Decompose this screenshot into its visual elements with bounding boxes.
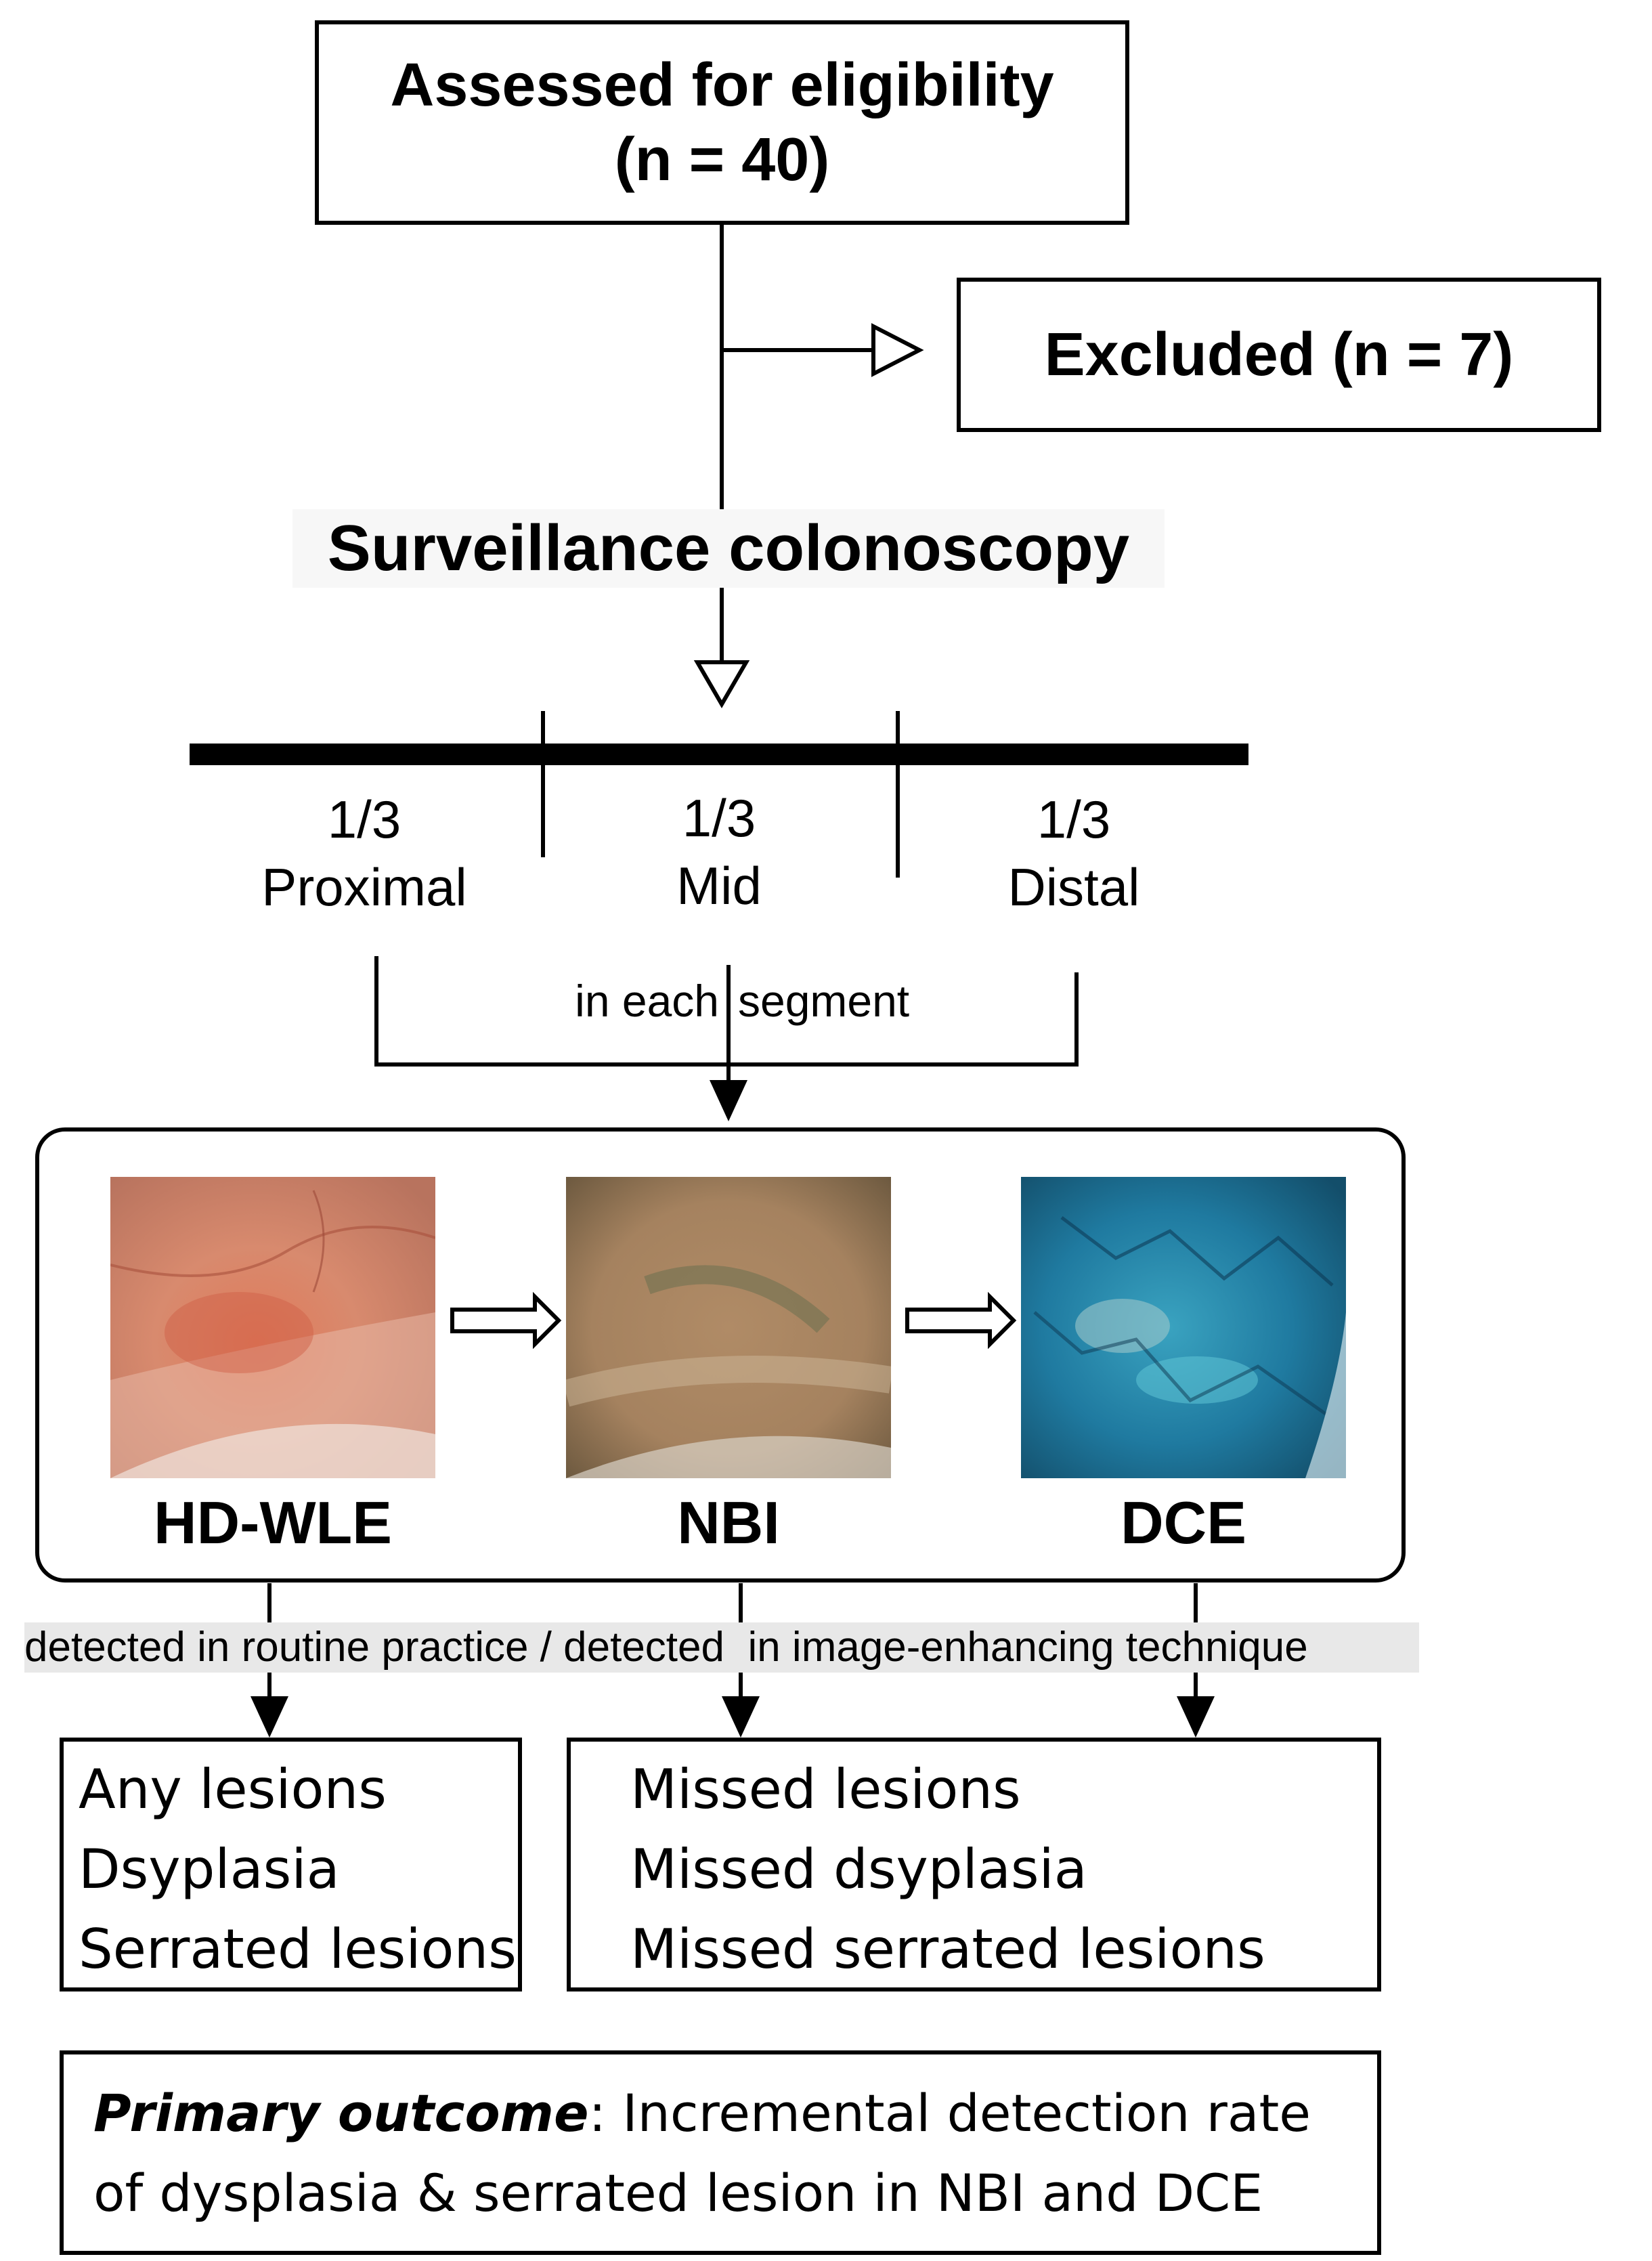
routine-outcome-item: Serrated lesions (79, 1918, 517, 1981)
arrow-nbi-to-dce (905, 1291, 1017, 1350)
missed-outcome-item: Missed dsyplasia (630, 1838, 1087, 1901)
dce-image (1021, 1177, 1346, 1478)
assessed-count: (n = 40) (614, 126, 830, 194)
techniques-box (35, 1127, 1406, 1582)
segment-mid: 1/3 Mid (584, 784, 854, 920)
excluded-label: Excluded (n = 7) (1044, 320, 1514, 389)
routine-outcomes-box: Any lesions Dsyplasia Serrated lesions (60, 1738, 522, 1991)
colon-segment-bar (190, 744, 1248, 765)
technique-label-dce: DCE (1121, 1489, 1246, 1556)
arrowhead-excluded (871, 323, 924, 377)
arrowhead-nbi (722, 1696, 760, 1738)
segment-mid-fraction: 1/3 (682, 788, 756, 848)
routine-outcome-item: Any lesions (79, 1758, 387, 1821)
segment-distal: 1/3 Distal (938, 785, 1209, 921)
primary-outcome-text-1: : Incremental detection rate (588, 2083, 1311, 2143)
arrow-wle-to-nbi (450, 1291, 562, 1350)
segment-mid-name: Mid (676, 856, 762, 916)
segment-proximal-name: Proximal (261, 857, 467, 917)
excluded-box: Excluded (n = 7) (957, 278, 1601, 432)
segment-distal-fraction: 1/3 (1037, 790, 1111, 849)
missed-outcome-item: Missed lesions (630, 1758, 1021, 1821)
assessed-title: Assessed for eligibility (390, 51, 1054, 119)
arrowhead-dce (1177, 1696, 1215, 1738)
hd-wle-image (110, 1177, 435, 1478)
missed-outcome-item: Missed serrated lesions (630, 1918, 1265, 1981)
technique-label-hd-wle: HD-WLE (154, 1489, 392, 1556)
procedure-label: Surveillance colonoscopy (292, 509, 1165, 588)
segment-note-left: in each (575, 976, 719, 1026)
technique-label-nbi: NBI (677, 1489, 780, 1556)
routine-outcome-item: Dsyplasia (79, 1838, 340, 1901)
detection-note: detected in routine practice / detected … (24, 1622, 1419, 1673)
primary-outcome-label: Primary outcome (93, 2083, 589, 2143)
assessed-box: Assessed for eligibility (n = 40) (315, 20, 1129, 225)
primary-outcome-text-2: of dysplasia & serrated lesion in NBI an… (93, 2163, 1263, 2223)
missed-outcomes-box: Missed lesions Missed dsyplasia Missed s… (567, 1738, 1381, 1991)
primary-outcome-box: Primary outcome: Incremental detection r… (60, 2050, 1381, 2255)
arrowhead-wle (251, 1696, 288, 1738)
segment-proximal-fraction: 1/3 (327, 790, 401, 849)
arrowhead-bracket (710, 1080, 747, 1121)
segment-proximal: 1/3 Proximal (229, 785, 500, 921)
nbi-image (566, 1177, 891, 1478)
segment-distal-name: Distal (1007, 857, 1140, 917)
primary-outcome-line-1: Primary outcome: Incremental detection r… (93, 2073, 1377, 2153)
arrowhead-procedure (693, 660, 750, 708)
segment-note-right: segment (738, 976, 910, 1026)
